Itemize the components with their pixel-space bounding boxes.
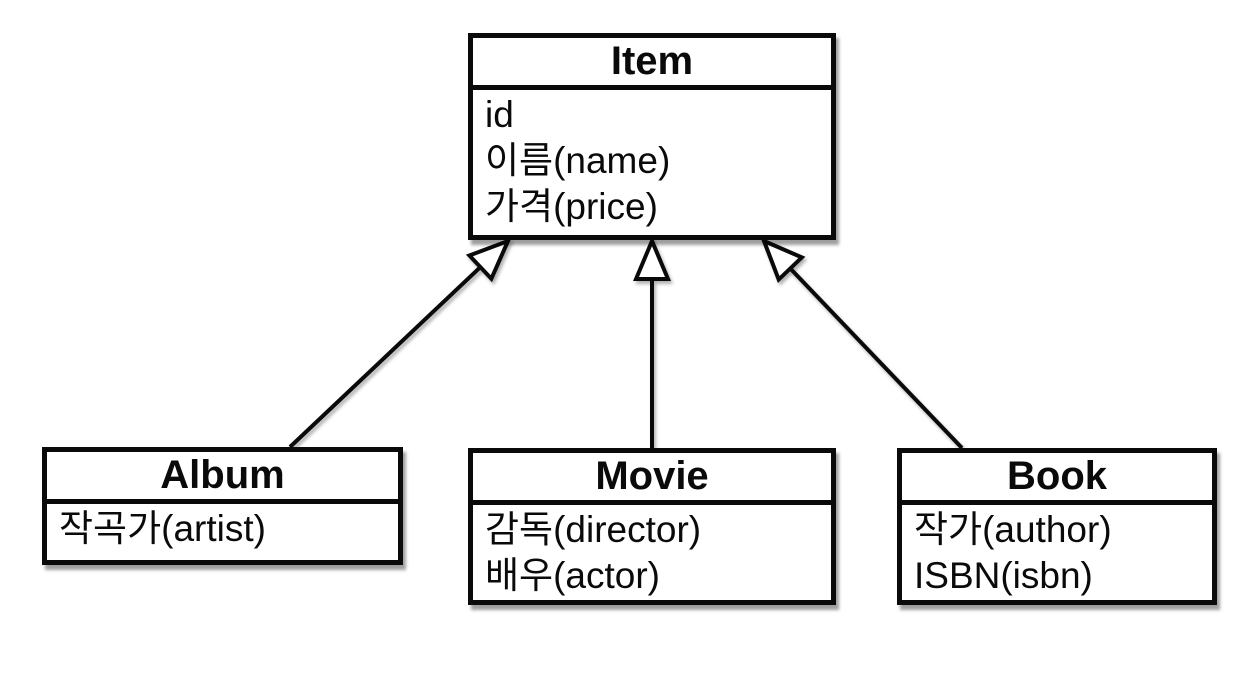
class-name-book: Book	[902, 453, 1212, 505]
class-attributes-album: 작곡가(artist)	[47, 504, 398, 552]
generalization-arrow-album-to-item	[288, 241, 508, 449]
class-name-item: Item	[473, 38, 831, 90]
class-name-album: Album	[47, 452, 398, 504]
attribute-line: 감독(director)	[485, 509, 702, 550]
attribute-line: 작가(author)	[914, 509, 1112, 550]
class-attributes-item: id 이름(name) 가격(price)	[473, 90, 831, 230]
attribute-line: 이름(name)	[485, 140, 671, 181]
attribute-line: id	[485, 94, 514, 135]
attribute-line: ISBN(isbn)	[914, 555, 1093, 596]
class-box-album: Album 작곡가(artist)	[42, 447, 403, 565]
attribute-line: 작곡가(artist)	[59, 508, 266, 549]
class-box-item: Item id 이름(name) 가격(price)	[468, 33, 836, 240]
class-name-movie: Movie	[473, 453, 831, 505]
class-box-book: Book 작가(author) ISBN(isbn)	[897, 448, 1217, 605]
class-attributes-book: 작가(author) ISBN(isbn)	[902, 505, 1212, 599]
class-attributes-movie: 감독(director) 배우(actor)	[473, 505, 831, 599]
attribute-line: 배우(actor)	[485, 555, 660, 596]
class-box-movie: Movie 감독(director) 배우(actor)	[468, 448, 836, 605]
generalization-arrow-book-to-item	[764, 241, 964, 450]
attribute-line: 가격(price)	[485, 186, 658, 227]
